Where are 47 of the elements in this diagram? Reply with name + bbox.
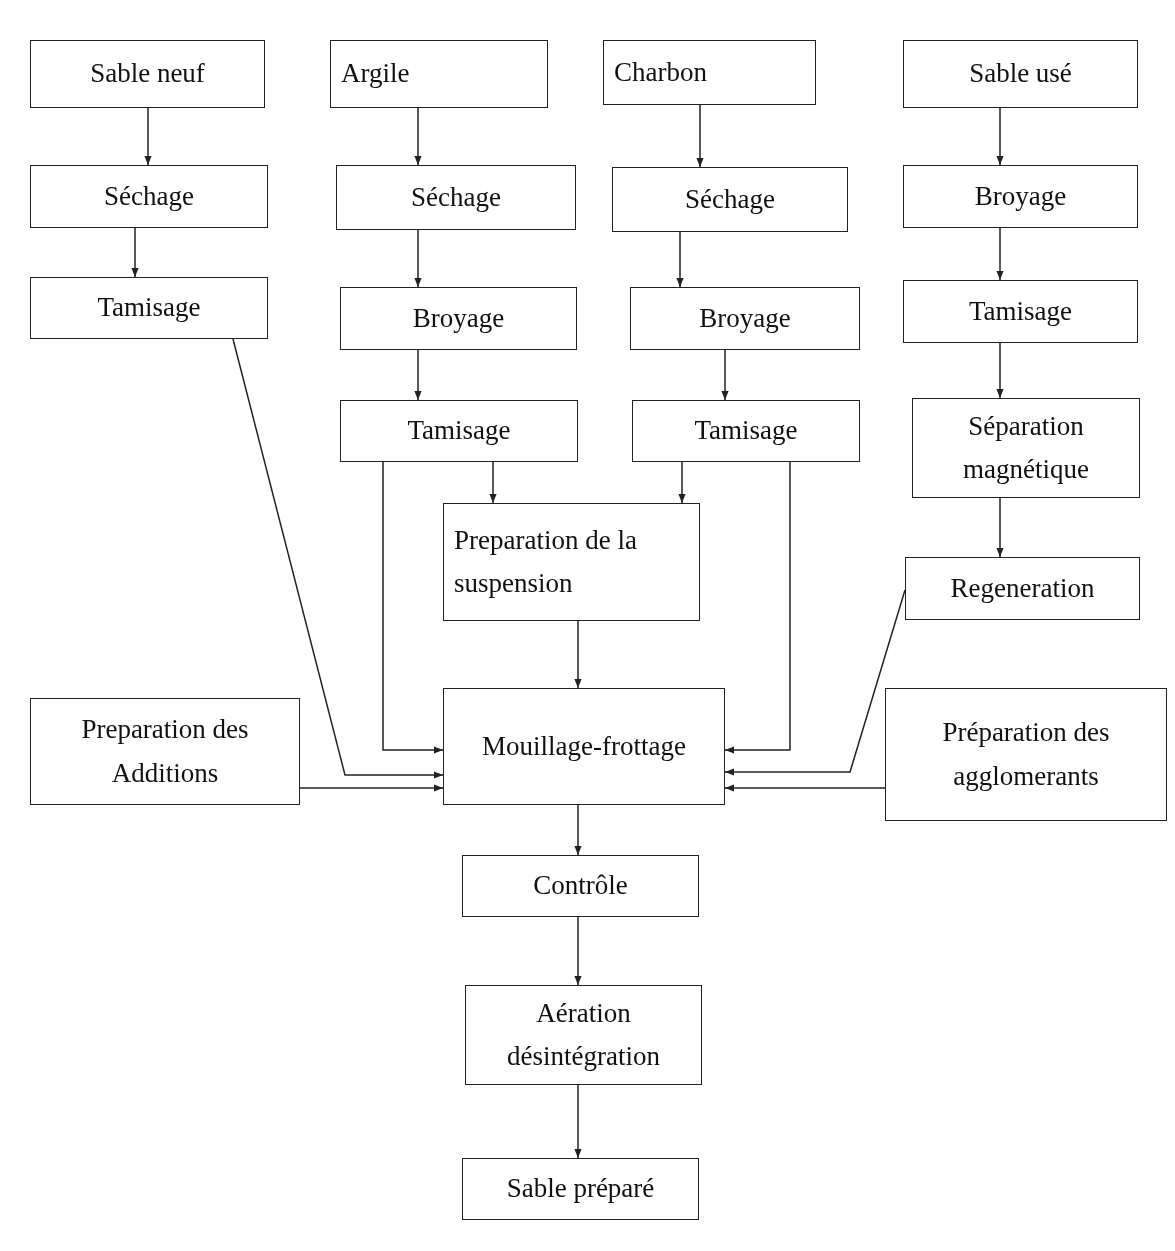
arrow — [574, 804, 582, 856]
arrow — [144, 107, 152, 166]
arrow — [414, 349, 422, 401]
process-box: Argile — [330, 40, 548, 108]
process-box: Séchage — [336, 165, 576, 230]
arrow — [721, 349, 729, 401]
process-box: Broyage — [630, 287, 860, 350]
arrow — [232, 338, 444, 779]
process-box: Broyage — [903, 165, 1138, 228]
process-box: Preparation des Additions — [30, 698, 300, 805]
process-box: Regeneration — [905, 557, 1140, 620]
arrow — [489, 461, 497, 504]
process-box: Charbon — [603, 40, 816, 105]
process-box: Tamisage — [340, 400, 578, 462]
arrow — [996, 227, 1004, 281]
process-box: Sable préparé — [462, 1158, 699, 1220]
process-box: Tamisage — [632, 400, 860, 462]
arrow — [724, 784, 886, 792]
process-box: Séchage — [612, 167, 848, 232]
arrow — [414, 229, 422, 288]
process-box: Sable usé — [903, 40, 1138, 108]
arrow — [676, 231, 684, 288]
process-box: Broyage — [340, 287, 577, 350]
process-box: Preparation de la suspension — [443, 503, 700, 621]
arrow — [724, 461, 791, 754]
arrow — [996, 342, 1004, 399]
arrow — [996, 107, 1004, 166]
arrow — [382, 461, 444, 754]
arrow — [574, 1084, 582, 1159]
process-box: Séparation magnétique — [912, 398, 1140, 498]
arrow — [678, 461, 686, 504]
process-box: Séchage — [30, 165, 268, 228]
process-box: Aération désintégration — [465, 985, 702, 1085]
arrow — [574, 620, 582, 689]
arrow — [131, 227, 139, 278]
arrow — [724, 589, 906, 776]
process-box: Tamisage — [30, 277, 268, 339]
arrow — [696, 104, 704, 168]
process-box: Mouillage-frottage — [443, 688, 725, 805]
process-box: Tamisage — [903, 280, 1138, 343]
process-box: Préparation des agglomerants — [885, 688, 1167, 821]
arrow — [574, 916, 582, 986]
arrow — [414, 107, 422, 166]
process-box: Sable neuf — [30, 40, 265, 108]
process-box: Contrôle — [462, 855, 699, 917]
arrow — [996, 497, 1004, 558]
arrow — [299, 784, 444, 792]
